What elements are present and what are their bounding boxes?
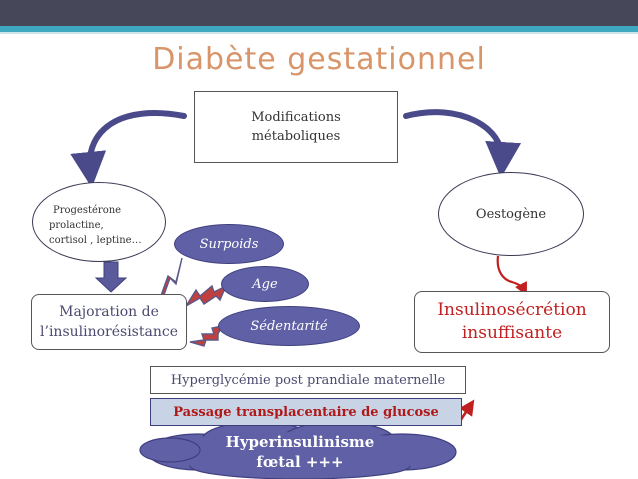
insulinosecretion-line-2: insuffisante xyxy=(461,323,563,343)
hyperglycemie-label: Hyperglycémie post prandiale maternelle xyxy=(170,372,446,388)
modifications-line-2: métaboliques xyxy=(251,129,341,144)
modifications-line-1: Modifications xyxy=(251,110,341,125)
progesterone-line-3: cortisol , leptine… xyxy=(49,235,142,246)
modifications-metaboliques-box: Modifications métaboliques xyxy=(194,91,398,163)
lightning-sedentarite xyxy=(189,325,224,347)
passage-label: Passage transplacentaire de glucose xyxy=(173,404,439,420)
factor-surpoids: Surpoids xyxy=(174,224,284,264)
majoration-line-1: Majoration de xyxy=(59,304,159,320)
majoration-line-2: l’insulinorésistance xyxy=(40,324,178,340)
curved-arrow-right xyxy=(403,109,522,178)
header-thin-bar xyxy=(0,32,638,34)
oestogene-label: Oestogène xyxy=(475,206,547,222)
lightning-age xyxy=(185,284,228,307)
factor-age-label: Age xyxy=(252,276,278,292)
header-bar xyxy=(0,0,638,26)
factor-surpoids-label: Surpoids xyxy=(199,236,259,252)
hyperglycemie-box: Hyperglycémie post prandiale maternelle xyxy=(150,366,466,394)
progesterone-line-2: prolactine, xyxy=(49,220,104,231)
block-arrow-down xyxy=(94,261,128,293)
hyperinsulinisme-text: Hyperinsulinisme fœtal +++ xyxy=(180,432,420,472)
hyperinsulinisme-line-1: Hyperinsulinisme xyxy=(225,433,375,451)
progesterone-ellipse: Progestérone prolactine, cortisol , lept… xyxy=(32,182,166,262)
curved-arrow-left xyxy=(70,110,187,188)
factor-sedentarite: Sédentarité xyxy=(218,306,360,346)
majoration-box: Majoration de l’insulinorésistance xyxy=(31,294,187,350)
header-accent-bar xyxy=(0,26,638,32)
slide-title: Diabète gestationnel xyxy=(152,42,486,77)
red-wavy-arrow xyxy=(496,255,527,296)
insulinosecretion-line-1: Insulinosécrétion xyxy=(437,300,587,320)
progesterone-line-1: Progestérone xyxy=(53,205,122,216)
passage-box: Passage transplacentaire de glucose xyxy=(150,398,462,426)
insulinosecretion-box: Insulinosécrétion insuffisante xyxy=(414,291,610,353)
factor-sedentarite-label: Sédentarité xyxy=(250,318,328,334)
hyperinsulinisme-line-2: fœtal +++ xyxy=(256,453,344,471)
oestogene-ellipse: Oestogène xyxy=(438,172,584,256)
cloud-shape xyxy=(139,421,457,479)
factor-age: Age xyxy=(221,266,309,302)
